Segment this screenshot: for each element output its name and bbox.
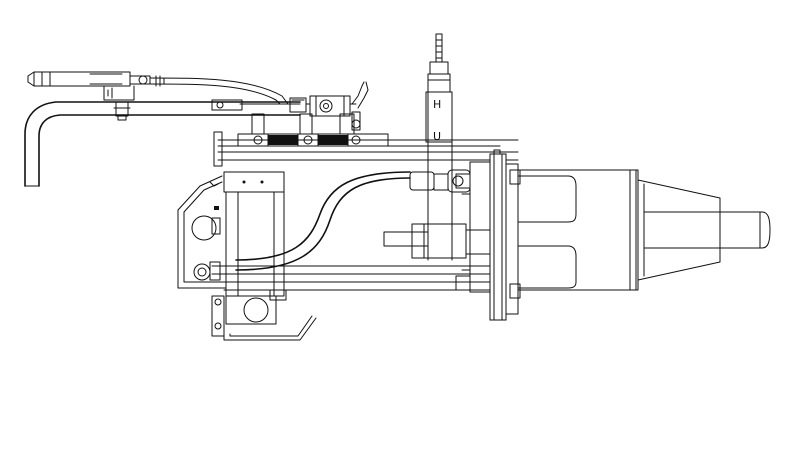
curved-hose — [235, 169, 471, 271]
lower-mark-label: U — [433, 130, 441, 143]
handle-grip — [27, 71, 151, 101]
control-cable — [149, 75, 289, 105]
bent-bar — [24, 101, 301, 187]
cylinder-block — [211, 171, 287, 337]
output-shaft — [643, 211, 771, 249]
top-linkage — [211, 81, 369, 135]
bottom-bracket — [223, 315, 317, 341]
piston-rod — [383, 223, 503, 259]
mounting-flange — [455, 153, 521, 321]
vertical-adjuster: H U — [425, 33, 453, 261]
left-side-plate — [177, 175, 227, 289]
tapered-nose — [637, 179, 721, 281]
main-frame — [211, 131, 519, 291]
main-body — [517, 169, 639, 291]
upper-mark-label: H — [433, 98, 441, 111]
